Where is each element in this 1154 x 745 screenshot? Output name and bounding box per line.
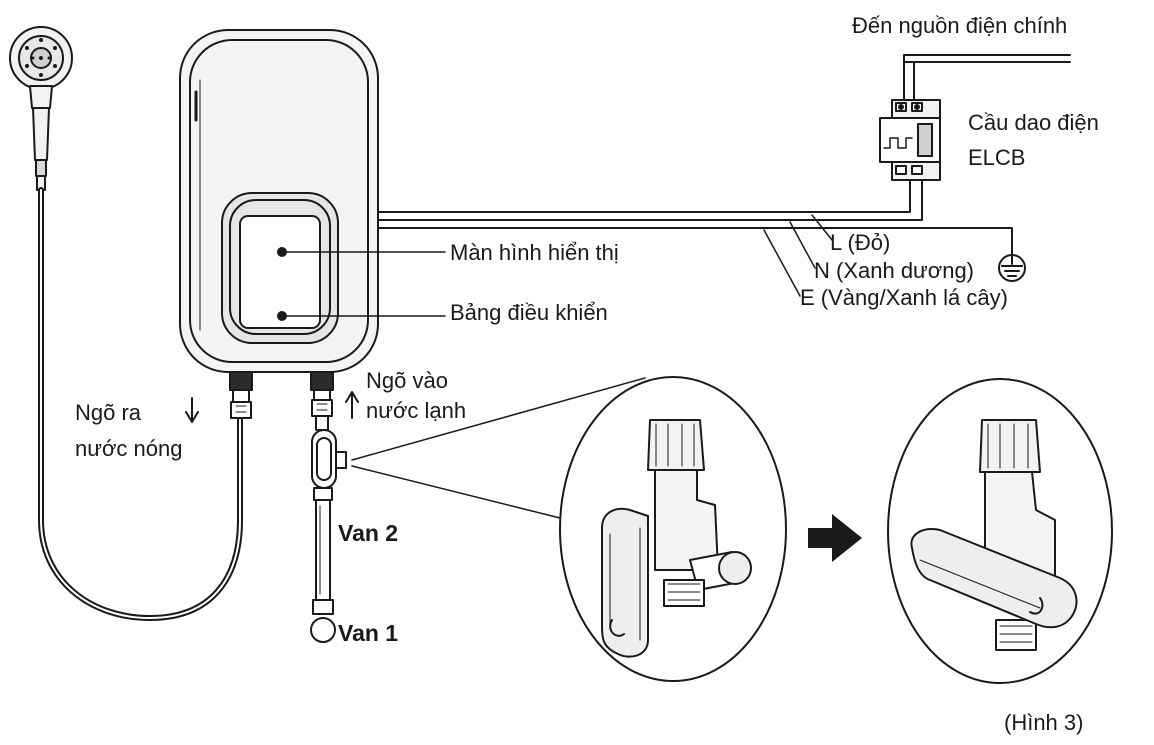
water-heater-unit xyxy=(179,29,379,373)
main-power-label: Đến nguồn điện chính xyxy=(852,13,1068,38)
wire-l-label: L (Đỏ) xyxy=(830,230,891,255)
figure-caption: (Hình 3) xyxy=(1004,710,1084,735)
cold-water-inlet-fitting xyxy=(310,371,334,417)
valve-1-label: Van 1 xyxy=(338,620,399,646)
wire-e-label: E (Vàng/Xanh lá cây) xyxy=(800,285,1008,310)
cold-water-inlet-label: Ngõ vào xyxy=(366,368,448,393)
valve-closeup-before xyxy=(559,376,787,682)
display-label: Màn hình hiển thị xyxy=(450,240,619,265)
right-arrow-icon xyxy=(808,514,862,562)
valve-closeup-after xyxy=(887,378,1113,684)
showerhead-icon xyxy=(9,26,73,191)
cold-water-pipe xyxy=(310,415,347,643)
breaker-label: Cầu dao điện xyxy=(968,110,1099,135)
hot-water-outlet-label: Ngõ ra xyxy=(75,400,142,425)
valve-2-label: Van 2 xyxy=(338,520,399,546)
cold-water-inlet-label-2: nước lạnh xyxy=(366,398,467,423)
hot-water-outlet-fitting xyxy=(229,371,253,419)
power-cable xyxy=(377,184,1013,297)
breaker-type-label: ELCB xyxy=(968,145,1026,170)
elcb-breaker xyxy=(879,54,1071,187)
ground-symbol-icon xyxy=(998,254,1026,282)
hot-water-outlet-label-2: nước nóng xyxy=(75,436,183,461)
wire-n-label: N (Xanh dương) xyxy=(814,258,975,283)
control-panel-label: Bảng điều khiển xyxy=(450,300,608,325)
